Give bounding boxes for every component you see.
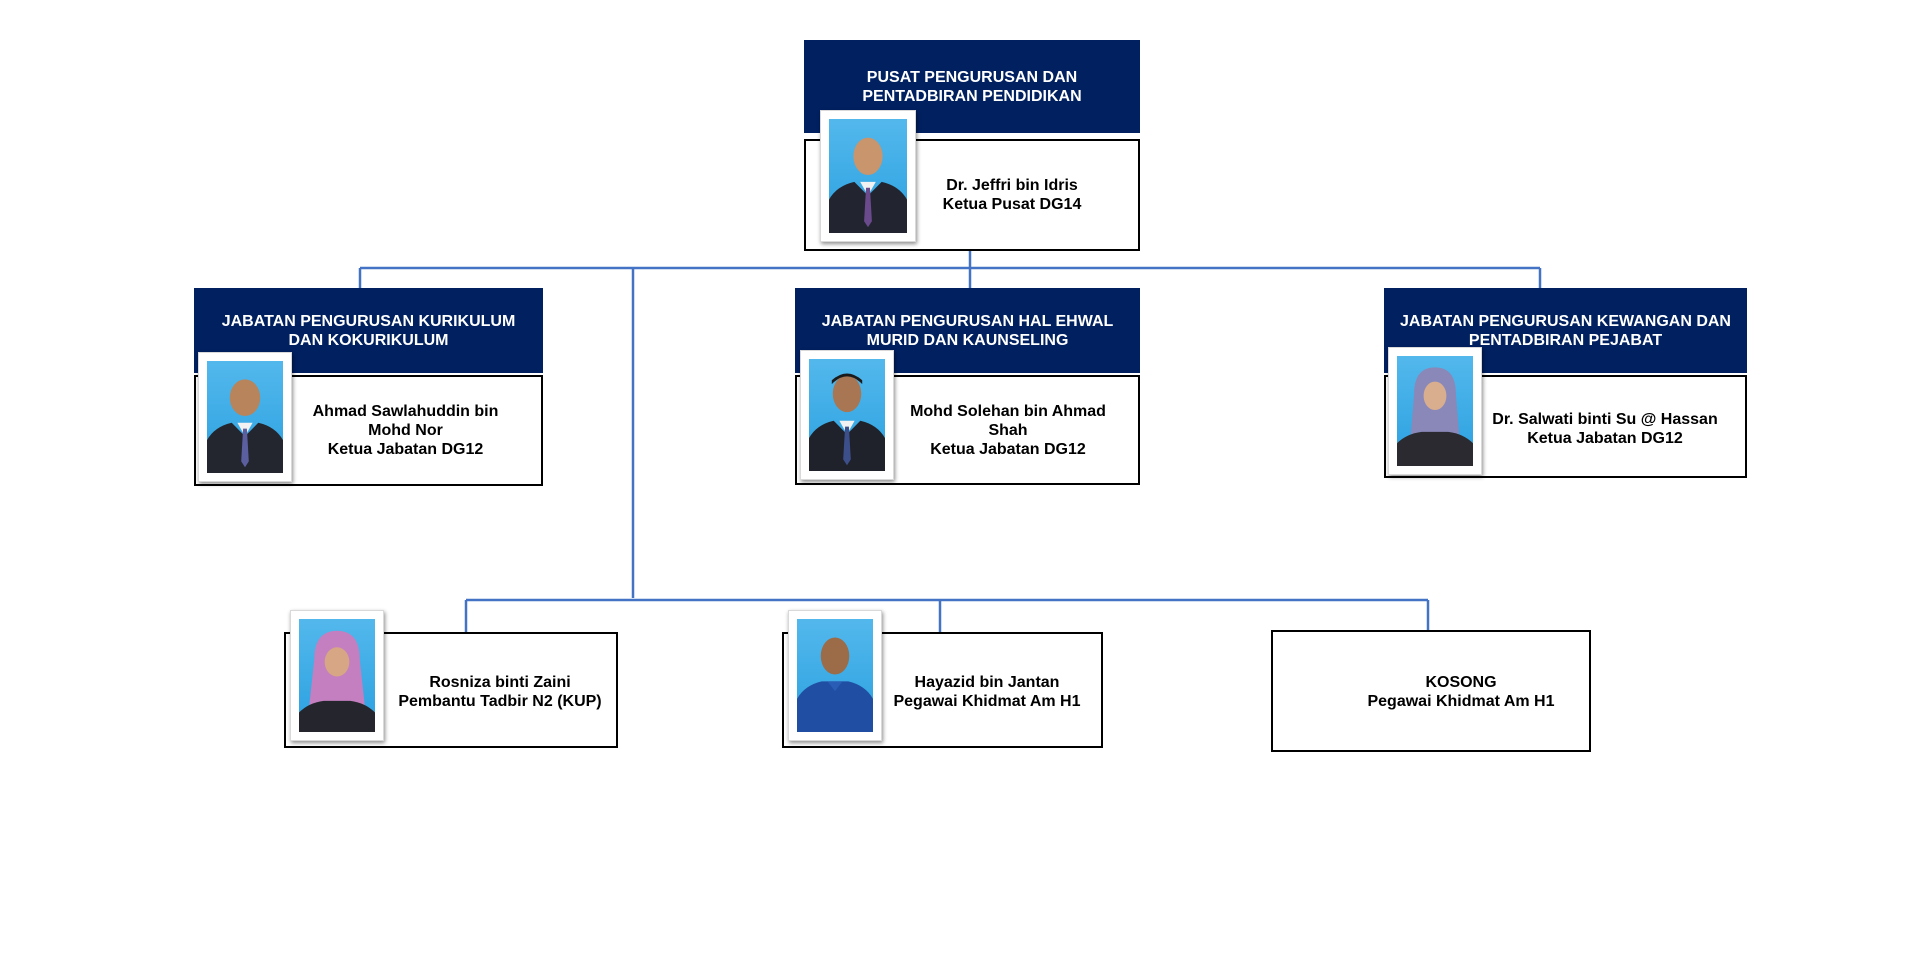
staff3-name: KOSONG <box>1425 674 1497 691</box>
dept3-person-photo <box>1388 347 1482 475</box>
dept2-person-text: Mohd Solehan bin Ahmad Shah Ketua Jabata… <box>898 402 1118 459</box>
staff1-name: Rosniza binti Zaini <box>429 674 571 691</box>
staff3-title: Pegawai Khidmat Am H1 <box>1367 693 1555 710</box>
dept2-person-title: Ketua Jabatan DG12 <box>930 441 1086 458</box>
portrait-man-icon <box>829 137 907 233</box>
staff2-title: Pegawai Khidmat Am H1 <box>893 693 1081 710</box>
portrait-man-icon <box>797 637 873 732</box>
staff1-photo <box>290 610 384 741</box>
staff1-title: Pembantu Tadbir N2 (KUP) <box>398 693 602 710</box>
dept1-person-title: Ketua Jabatan DG12 <box>327 441 484 458</box>
dept1-person-name: Ahmad Sawlahuddin bin Mohd Nor <box>312 403 499 439</box>
staff3-text: KOSONG Pegawai Khidmat Am H1 <box>1331 673 1591 711</box>
dept1-person-text: Ahmad Sawlahuddin bin Mohd Nor Ketua Jab… <box>302 402 509 459</box>
portrait-woman-icon <box>1397 367 1473 466</box>
top-person-photo <box>820 110 916 242</box>
portrait-man-icon <box>207 379 283 473</box>
dept2-person-name: Mohd Solehan bin Ahmad Shah <box>910 403 1106 439</box>
dept3-person-title: Ketua Jabatan DG12 <box>1527 430 1683 447</box>
dept3-person-text: Dr. Salwati binti Su @ Hassan Ketua Jaba… <box>1480 410 1730 448</box>
staff3-box <box>1271 630 1591 752</box>
top-person-name: Dr. Jeffri bin Idris <box>946 177 1078 194</box>
staff2-name: Hayazid bin Jantan <box>914 674 1060 691</box>
top-department-label: PUSAT PENGURUSAN DAN PENTADBIRAN PENDIDI… <box>862 68 1082 105</box>
portrait-woman-icon <box>299 630 375 732</box>
staff2-photo <box>788 610 882 741</box>
staff1-text: Rosniza binti Zaini Pembantu Tadbir N2 (… <box>390 673 610 711</box>
dept3-person-name: Dr. Salwati binti Su @ Hassan <box>1492 411 1718 428</box>
dept3-label: JABATAN PENGURUSAN KEWANGAN DAN PENTADBI… <box>1400 312 1731 349</box>
portrait-man-icon <box>809 373 885 471</box>
dept1-person-photo <box>198 352 292 482</box>
dept2-label: JABATAN PENGURUSAN HAL EHWAL MURID DAN K… <box>821 312 1114 349</box>
staff2-text: Hayazid bin Jantan Pegawai Khidmat Am H1 <box>882 673 1092 711</box>
top-person-title: Ketua Pusat DG14 <box>942 196 1082 213</box>
dept1-label: JABATAN PENGURUSAN KURIKULUM DAN KOKURIK… <box>221 312 516 349</box>
top-department-header: PUSAT PENGURUSAN DAN PENTADBIRAN PENDIDI… <box>804 40 1140 133</box>
dept2-person-photo <box>800 350 894 480</box>
top-person-text: Dr. Jeffri bin Idris Ketua Pusat DG14 <box>920 176 1104 214</box>
